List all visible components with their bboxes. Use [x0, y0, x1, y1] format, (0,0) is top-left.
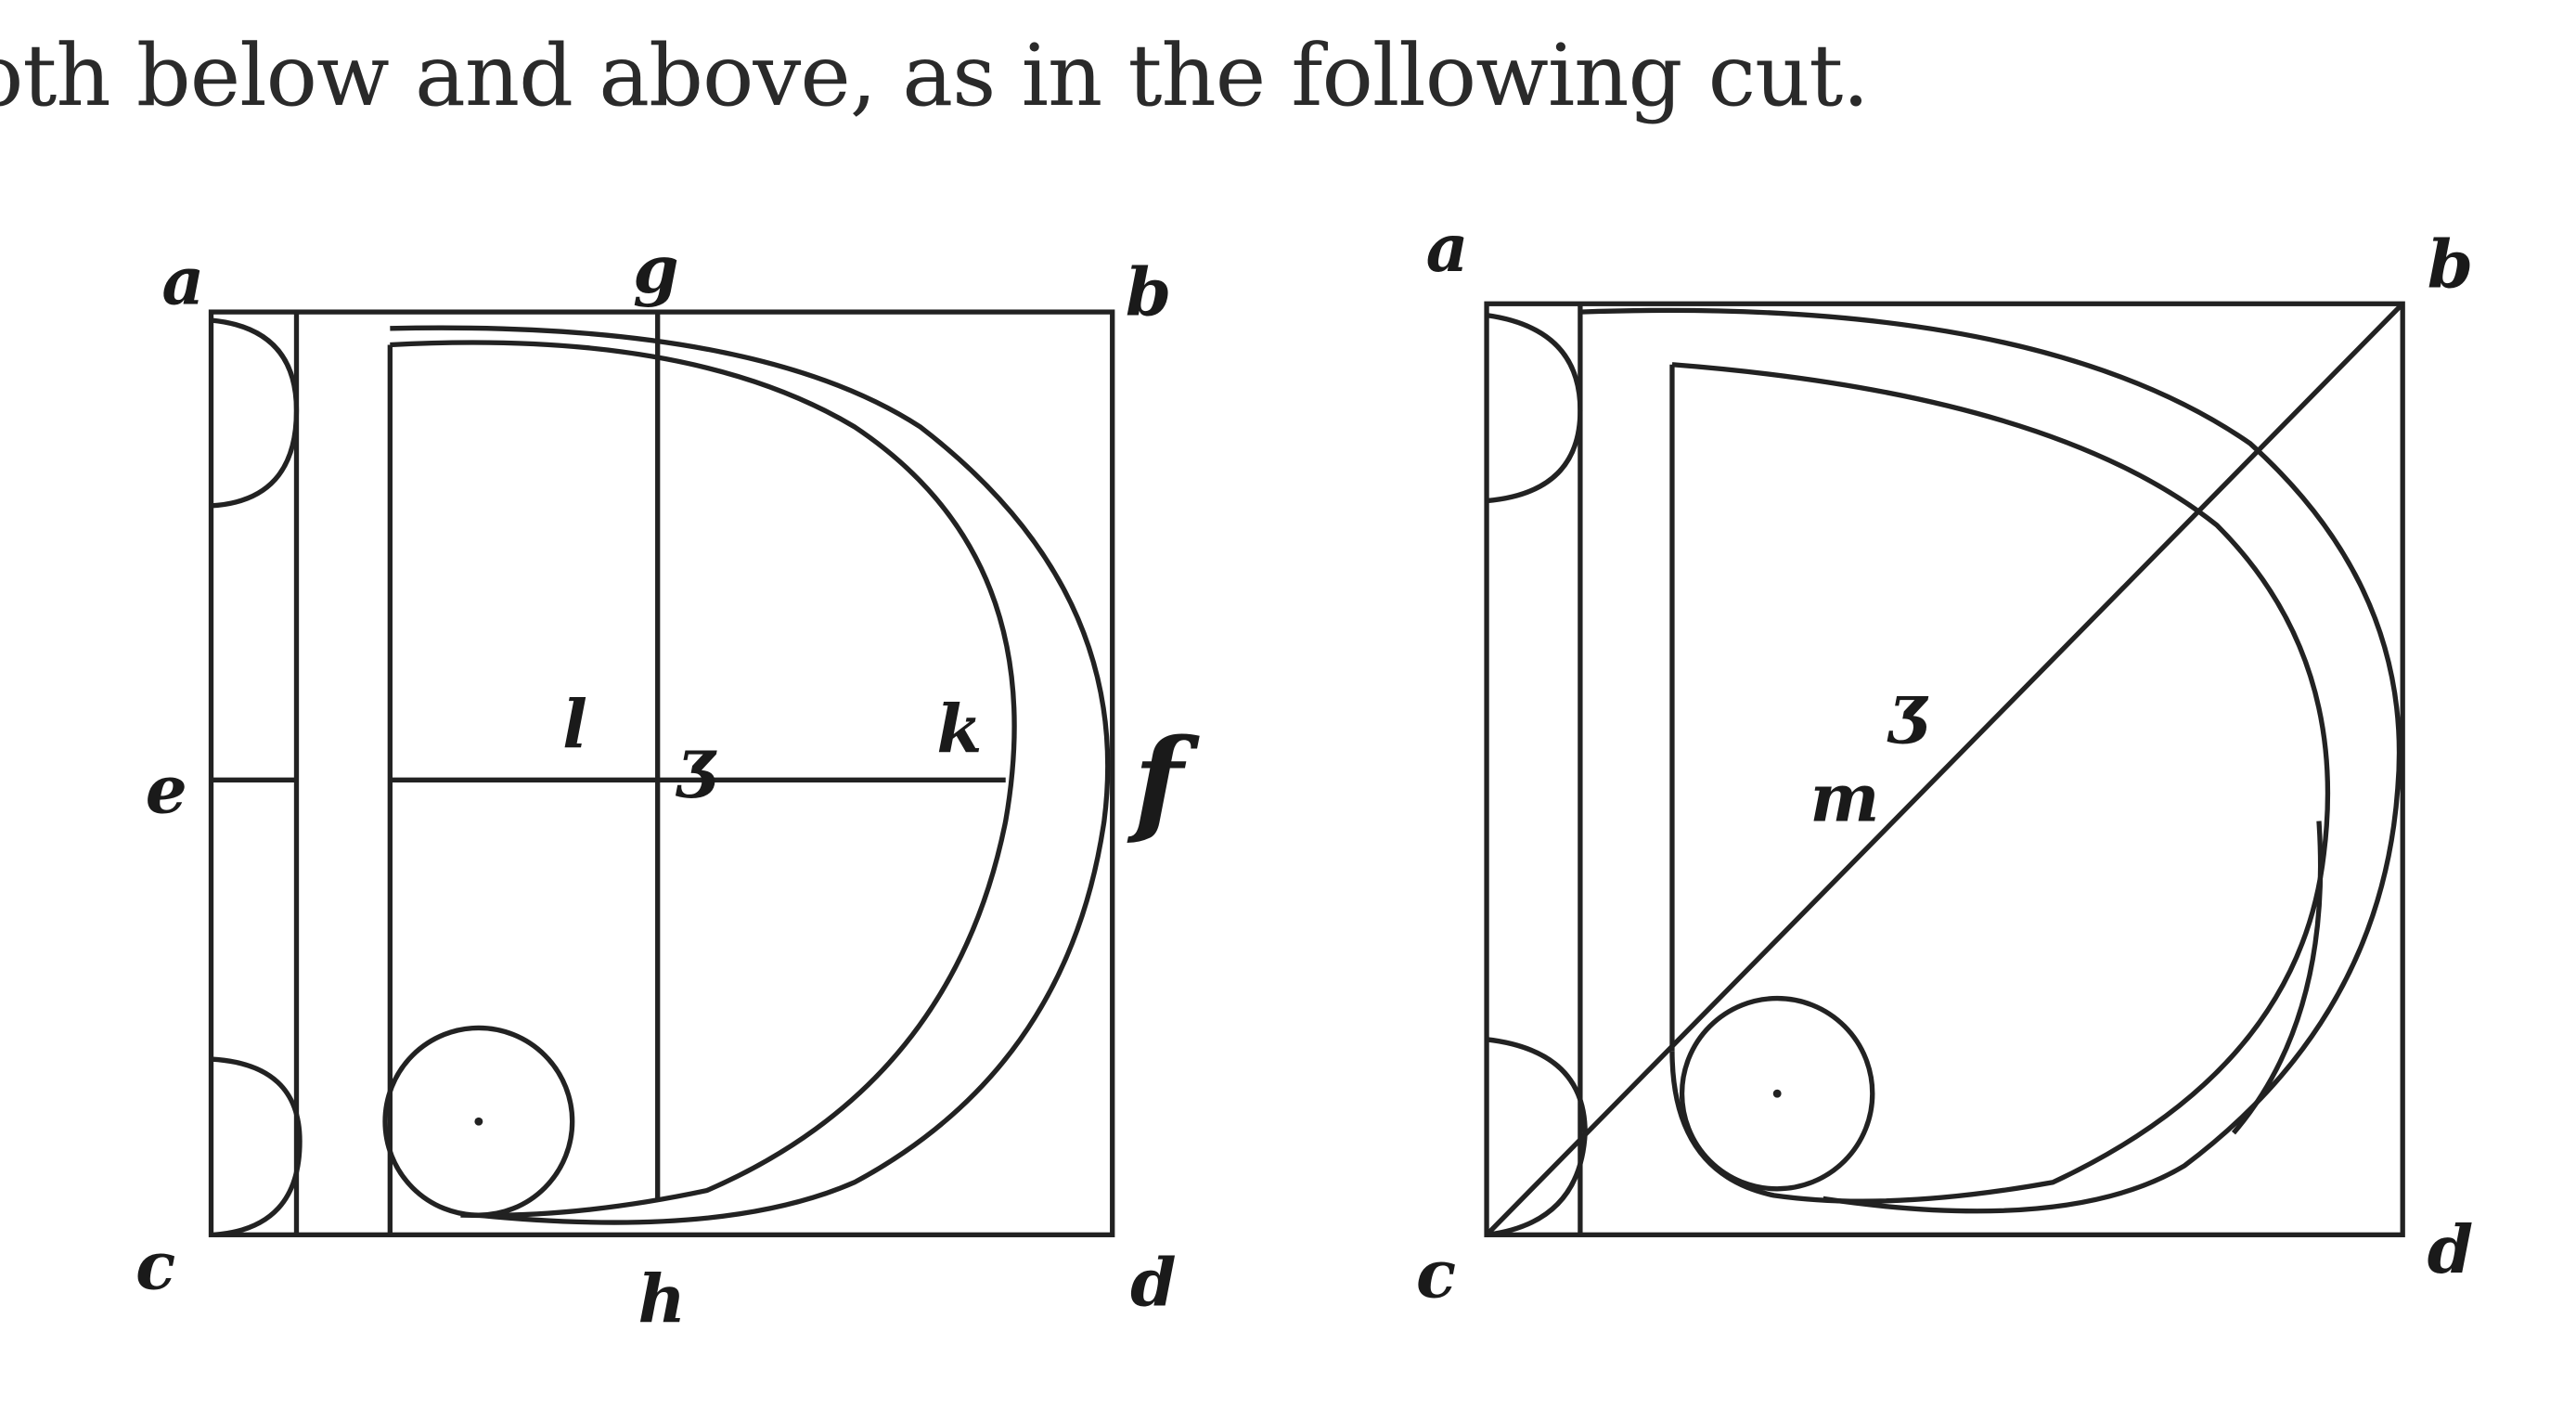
left-bowl-inner	[390, 340, 1017, 1219]
right-bowl-extra-arc	[2231, 821, 2324, 1135]
label-a: a	[161, 242, 204, 319]
right-circle-center	[1772, 1089, 1782, 1098]
right-bottom-circle	[1679, 995, 1875, 1192]
right-bowl-inner	[1669, 362, 2331, 1204]
right-bottom-serif-arc	[1486, 1037, 1588, 1237]
right-diagonal	[1485, 302, 2405, 1237]
label-d: d	[1130, 1244, 1176, 1321]
left-bowl-outer	[390, 325, 1111, 1225]
label-z: ʒ	[676, 724, 717, 801]
label-b: b	[2428, 226, 2473, 304]
left-circle-center	[474, 1117, 483, 1126]
label-a: a	[1426, 210, 1469, 287]
label-l: l	[562, 686, 587, 763]
label-d: d	[2428, 1211, 2473, 1288]
left-square-frame	[208, 309, 1115, 1237]
right-top-serif-arc	[1486, 313, 1583, 504]
label-z: ʒ	[1887, 669, 1928, 746]
label-h: h	[638, 1260, 685, 1338]
label-b: b	[1126, 254, 1171, 331]
label-k: k	[936, 691, 982, 768]
label-m: m	[1810, 760, 1880, 837]
right-square-frame	[1484, 301, 2405, 1237]
body-text-line: oth below and above, as in the following…	[0, 26, 1870, 125]
label-f: f	[1127, 715, 1200, 849]
left-bottom-circle	[382, 1025, 575, 1218]
label-e: e	[146, 752, 187, 829]
label-g: g	[633, 231, 678, 308]
right-figure: a b ʒ m c d	[1416, 210, 2473, 1313]
left-figure: a g b e l ʒ k f c h d	[135, 231, 1200, 1338]
label-c: c	[135, 1228, 175, 1305]
right-bowl-outer	[1579, 307, 2402, 1214]
left-bottom-serif-arc	[211, 1056, 303, 1237]
left-top-serif-arc	[211, 317, 300, 509]
label-c: c	[1416, 1236, 1456, 1313]
